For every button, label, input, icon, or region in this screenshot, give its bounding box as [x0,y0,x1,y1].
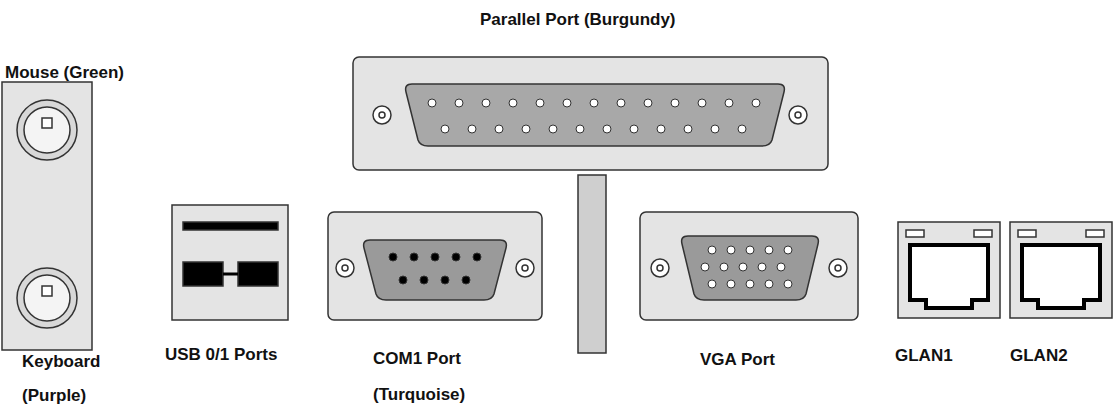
mouse-port [17,100,77,160]
pin [784,280,792,288]
vga-port [640,212,858,320]
pin [711,125,719,133]
port-label: GLAN1 [895,346,965,366]
pin [746,280,754,288]
pin [746,246,754,254]
lan-port [1010,222,1112,318]
keyboard-port [17,268,77,328]
pin [630,125,638,133]
pin [720,263,728,271]
pin [725,99,733,107]
port-label: VGA Port [700,350,820,370]
pin [727,280,735,288]
pin [536,99,544,107]
pin [563,99,571,107]
pin [495,125,503,133]
pin [671,99,679,107]
pin [389,253,397,261]
pin [765,280,773,288]
parallel-port [353,57,828,170]
pin [765,246,773,254]
pin [739,263,747,271]
pin [576,125,584,133]
pin [522,125,530,133]
usb-port [172,205,288,320]
pin [701,263,709,271]
pin [752,99,760,107]
port-label: Keyboard (Purple) [22,345,118,406]
pin [777,263,785,271]
pin [684,125,692,133]
pin [468,125,476,133]
port-label: USB 0/1 Ports [165,345,315,365]
pin [455,99,463,107]
pin [590,99,598,107]
port-label: COM1 Port (Turquoise) [373,341,491,406]
pin [603,125,611,133]
port-label: Mouse (Green) [5,63,165,83]
port-label: Parallel Port (Burgundy) [480,10,740,30]
pin [549,125,557,133]
panel-post [578,175,606,353]
pin [727,246,735,254]
pin [473,253,481,261]
pin [698,99,706,107]
pin [420,276,428,284]
pin [441,125,449,133]
pin [482,99,490,107]
pin [784,246,792,254]
pin [657,125,665,133]
pin [399,276,407,284]
port-label: GLAN2 [1010,346,1080,366]
pin [509,99,517,107]
lan-port [898,222,1000,318]
pin [428,99,436,107]
pin [462,276,470,284]
pin [708,280,716,288]
pin [431,253,439,261]
pin [452,253,460,261]
pin [644,99,652,107]
pin [758,263,766,271]
pin [617,99,625,107]
pin [410,253,418,261]
pin [441,276,449,284]
pin [708,246,716,254]
pin [738,125,746,133]
com-port [328,212,542,320]
